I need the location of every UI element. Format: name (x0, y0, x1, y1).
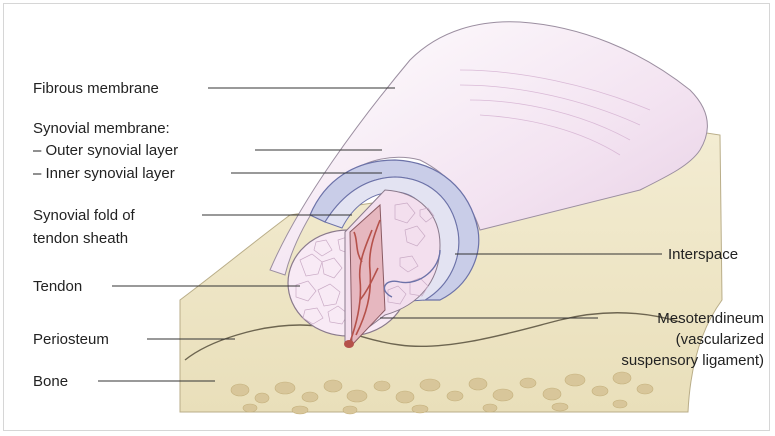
label-synovial-fold-line1: Synovial fold of (33, 206, 135, 225)
label-mesotendineum-line2: (vascularized (676, 330, 764, 349)
label-inner-synovial-layer: – Inner synovial layer (33, 164, 175, 183)
label-outer-synovial-layer: – Outer synovial layer (33, 141, 178, 160)
label-interspace: Interspace (668, 245, 738, 264)
label-bone: Bone (33, 372, 68, 391)
label-mesotendineum-line1: Mesotendineum (657, 309, 764, 328)
label-synovial-fold-line2: tendon sheath (33, 229, 128, 248)
label-periosteum: Periosteum (33, 330, 109, 349)
label-mesotendineum-line3: suspensory ligament) (621, 351, 764, 370)
vessel-end (344, 340, 354, 348)
label-fibrous-membrane: Fibrous membrane (33, 79, 159, 98)
label-tendon: Tendon (33, 277, 82, 296)
label-synovial-membrane: Synovial membrane: (33, 119, 170, 138)
